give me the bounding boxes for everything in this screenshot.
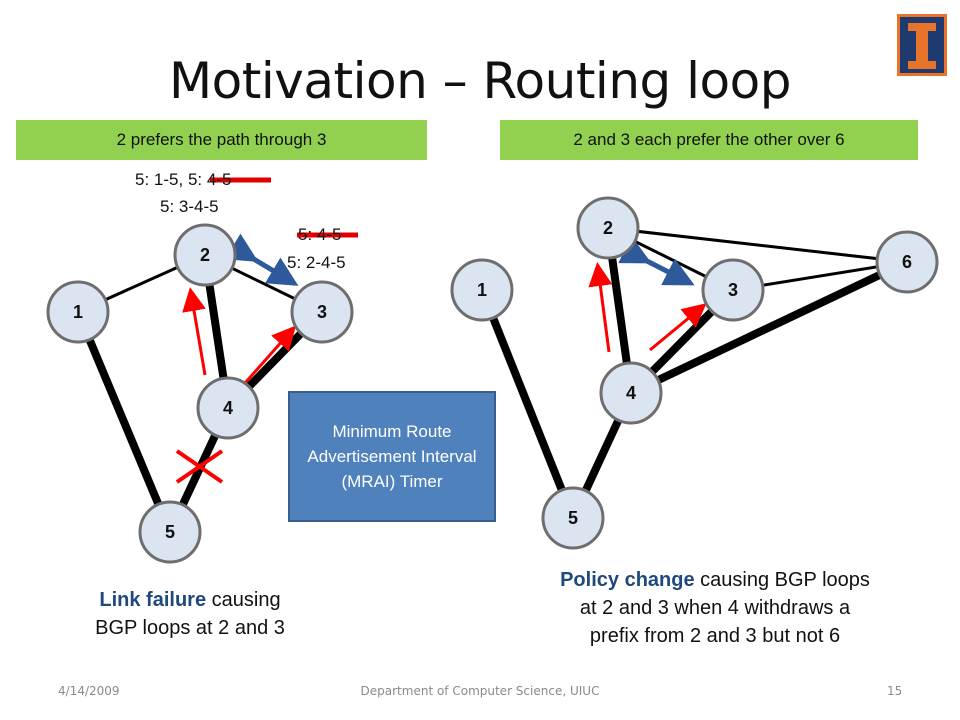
right-node-4: 4: [599, 361, 663, 425]
left-caption: Link failure causing BGP loops at 2 and …: [40, 586, 340, 642]
right-edge-4-6: [629, 258, 909, 397]
left-blue-double-arrow: [224, 233, 299, 286]
right-node-3: 3: [701, 258, 765, 322]
right-caption-text-1: causing BGP loops: [700, 569, 870, 591]
university-i-icon: [908, 23, 936, 69]
footer-date: 4/14/2009: [58, 684, 120, 698]
route-label-node2-line2: 5: 3-4-5: [160, 197, 219, 216]
left-node-4: 4: [196, 376, 260, 440]
right-banner: 2 and 3 each prefer the other over 6: [500, 120, 918, 160]
left-edges: [74, 253, 325, 534]
mrai-timer-text: Minimum Route Advertisement Interval (MR…: [307, 422, 477, 491]
svg-text:5: 5: [568, 508, 578, 528]
footer-page-number: 15: [887, 684, 903, 698]
left-node-3: 3: [290, 280, 354, 344]
svg-text:1: 1: [477, 280, 487, 300]
route-2-withdrawn: 5: 4-5: [187, 170, 232, 189]
svg-text:5: 5: [165, 522, 175, 542]
svg-text:1: 1: [73, 302, 83, 322]
link-failure-x-icon: [175, 449, 224, 484]
right-edges: [478, 226, 909, 520]
mrai-timer-box: Minimum Route Advertisement Interval (MR…: [288, 391, 496, 522]
route-label-node3-withdrawn: 5: 4-5: [298, 225, 342, 244]
university-logo: [897, 14, 947, 76]
right-node-1: 1: [450, 258, 514, 322]
left-caption-text-2: BGP loops at 2 and 3: [95, 617, 285, 639]
right-red-arrow-4-to-3: [649, 303, 707, 352]
route-2-available: 5: 1-5,: [135, 170, 184, 189]
left-caption-emphasis: Link failure: [99, 589, 207, 611]
right-red-arrow-4-to-2: [588, 262, 613, 353]
right-edge-1-5: [478, 288, 577, 520]
right-caption-text-2: at 2 and 3 when 4 withdraws a: [579, 597, 851, 619]
right-node-5: 5: [541, 486, 605, 550]
route-label-node3-line2: 5: 2-4-5: [287, 253, 346, 272]
svg-text:3: 3: [728, 280, 738, 300]
right-node-2: 2: [576, 196, 640, 260]
svg-text:4: 4: [223, 398, 233, 418]
right-caption-emphasis: Policy change: [560, 569, 695, 591]
svg-text:6: 6: [902, 252, 912, 272]
svg-text:2: 2: [200, 245, 210, 265]
left-edge-1-5: [74, 310, 174, 534]
left-red-arrow-4-to-3: [243, 325, 296, 384]
svg-text:4: 4: [626, 383, 636, 403]
left-node-5: 5: [138, 500, 202, 564]
right-caption: Policy change causing BGP loops at 2 and…: [490, 566, 940, 650]
left-node-1: 1: [46, 280, 110, 344]
slide-title: Motivation – Routing loop: [169, 52, 791, 110]
footer-department: Department of Computer Science, UIUC: [360, 684, 600, 698]
svg-text:3: 3: [317, 302, 327, 322]
left-red-arrow-4-to-2: [182, 287, 207, 376]
svg-text:2: 2: [603, 218, 613, 238]
left-caption-text-1: causing: [211, 589, 281, 611]
right-edge-2-6: [607, 226, 908, 264]
right-blue-double-arrow: [618, 236, 695, 286]
route-label-node2-line1: 5: 1-5, 5: 4-5: [135, 170, 231, 190]
left-banner: 2 prefers the path through 3: [16, 120, 427, 160]
left-node-2: 2: [173, 223, 237, 287]
right-node-6: 6: [875, 230, 939, 294]
right-caption-text-3: prefix from 2 and 3 but not 6: [589, 625, 841, 647]
